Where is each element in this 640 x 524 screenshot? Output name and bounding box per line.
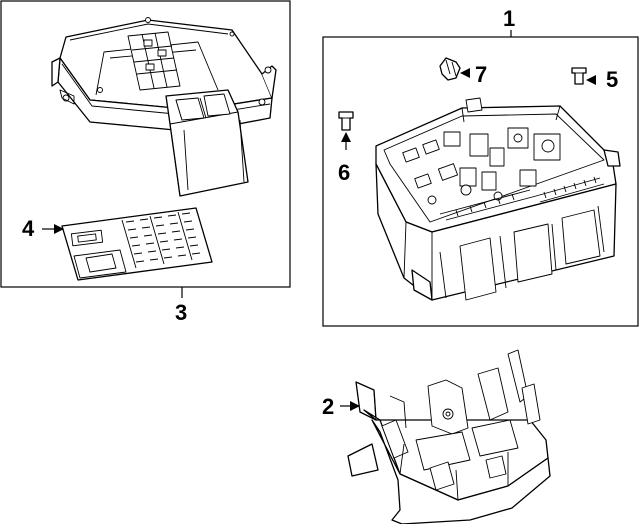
bracket-drawing	[347, 349, 551, 524]
fuse-5-drawing	[571, 67, 587, 85]
callout-4: 4	[22, 216, 35, 241]
cover-drawing	[51, 17, 277, 197]
callout-4-arrow	[54, 224, 64, 234]
callout-6-arrow	[341, 132, 351, 142]
callout-6: 6	[338, 160, 350, 185]
callout-2-arrow	[350, 401, 360, 411]
callout-5-arrow	[586, 75, 596, 85]
fuse-puller-drawing	[439, 57, 461, 81]
cover-group-frame	[0, 0, 291, 288]
label-drawing	[61, 207, 213, 281]
callout-1: 1	[503, 6, 515, 31]
callout-5: 5	[606, 67, 618, 92]
fuse-box-drawing	[375, 97, 621, 301]
callout-7-arrow	[460, 68, 470, 78]
callout-2: 2	[322, 394, 334, 419]
assembly-group-frame	[322, 36, 639, 327]
callout-7: 7	[475, 62, 487, 87]
callout-3: 3	[175, 300, 187, 325]
fuse-6-drawing	[338, 111, 354, 131]
